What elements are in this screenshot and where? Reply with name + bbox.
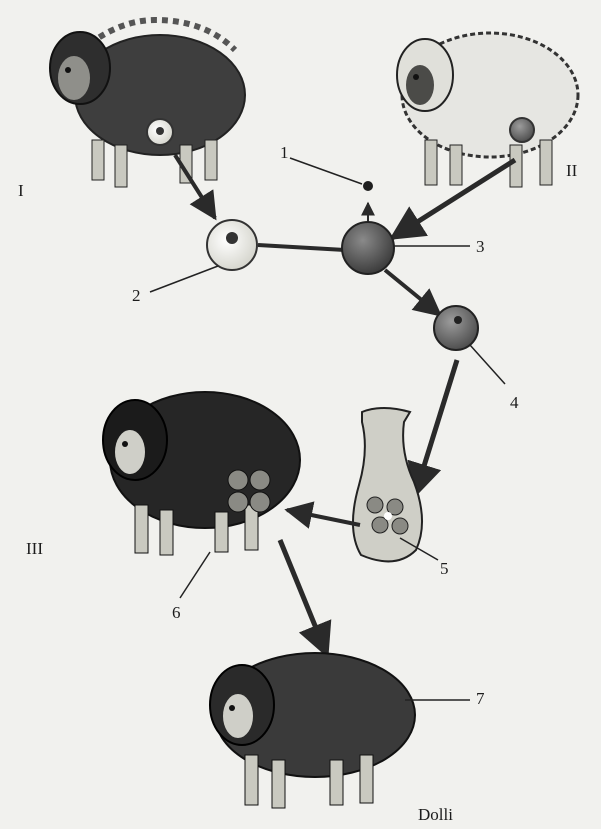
arrow-flask-to-surrogate	[287, 510, 360, 525]
egg-cell-icon	[342, 222, 394, 274]
culture-flask-icon	[353, 408, 422, 561]
sheep-donor-icon	[50, 20, 245, 187]
callout-1: 1	[280, 144, 289, 161]
sheep-egg-donor-icon	[397, 33, 578, 187]
label-sheep-one: I	[18, 182, 24, 199]
callout-3: 3	[476, 238, 485, 255]
nucleus-icon	[363, 181, 373, 191]
label-sheep-two: II	[566, 162, 577, 179]
arrow-surrogate-to-clone	[280, 540, 327, 655]
callout-2: 2	[132, 287, 141, 304]
callout-5: 5	[440, 560, 449, 577]
body-cell-icon	[207, 220, 257, 270]
callout-4: 4	[510, 394, 519, 411]
connector-cell-to-egg	[258, 245, 345, 250]
arrow-embryo-to-flask	[415, 360, 457, 495]
sheep-surrogate-icon	[103, 392, 300, 555]
offspring-name: Dolli	[418, 806, 453, 823]
sheep-clone-icon	[210, 653, 415, 808]
label-sheep-three: III	[26, 540, 43, 557]
callout-6: 6	[172, 604, 181, 621]
callout-7: 7	[476, 690, 485, 707]
embryo-cell-icon	[434, 306, 478, 350]
arrow-to-embryo	[385, 270, 440, 315]
